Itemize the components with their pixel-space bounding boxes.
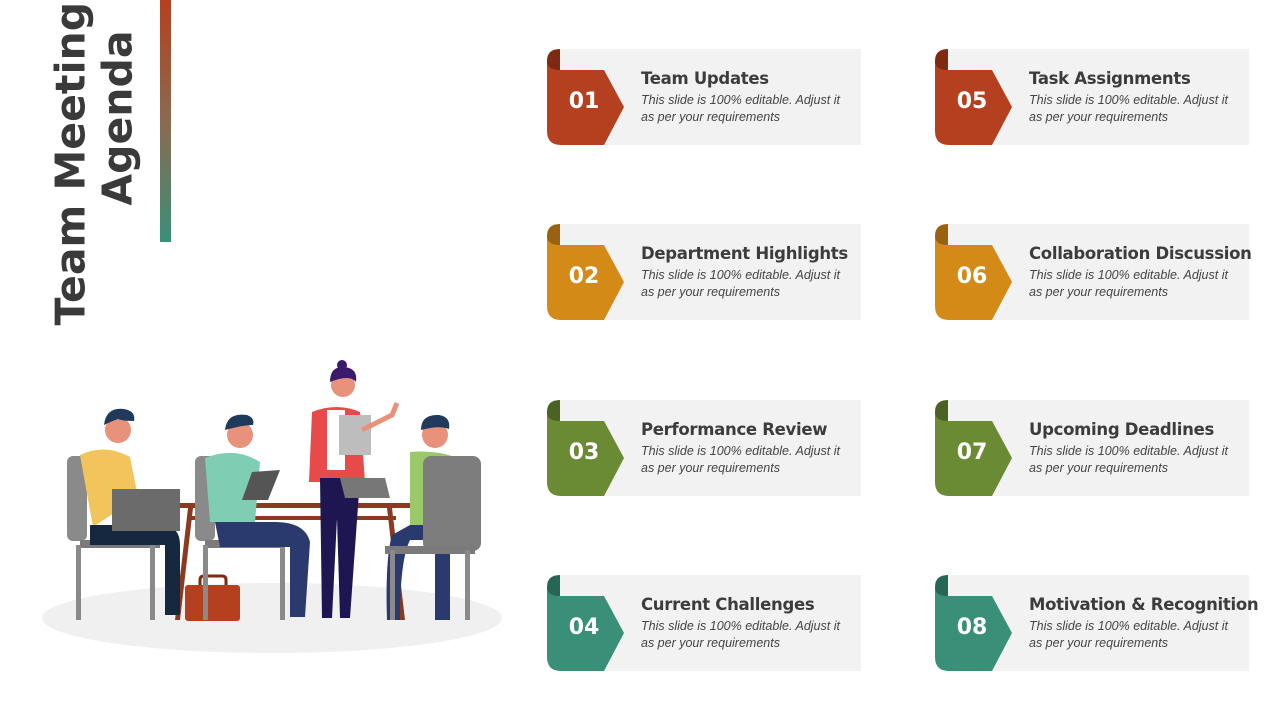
ribbon-curl	[935, 400, 948, 422]
item-title: Department Highlights	[641, 244, 848, 263]
floor-shadow	[42, 583, 502, 653]
item-description: This slide is 100% editable. Adjust it a…	[1029, 619, 1228, 650]
item-number: 03	[568, 440, 600, 465]
title-line-2: Agenda	[93, 30, 142, 206]
arrow-badge	[547, 236, 624, 320]
person-green	[340, 414, 481, 620]
number-badge	[935, 49, 1012, 145]
arrow-badge	[547, 61, 624, 145]
arrow-badge	[547, 587, 624, 671]
item-number: 05	[956, 89, 988, 114]
item-description: This slide is 100% editable. Adjust it a…	[1029, 93, 1228, 124]
arrow-badge	[935, 236, 1012, 320]
item-description: This slide is 100% editable. Adjust it a…	[1029, 268, 1228, 299]
item-description: This slide is 100% editable. Adjust it a…	[641, 619, 840, 650]
arrow-badge	[935, 412, 1012, 496]
item-number: 06	[956, 264, 988, 289]
ribbon-curl	[935, 49, 948, 71]
item-description: This slide is 100% editable. Adjust it a…	[641, 268, 840, 299]
page-title: Team Meeting Agenda	[46, 1, 148, 326]
team-meeting-illustration	[42, 360, 502, 653]
number-badge	[935, 575, 1012, 671]
item-description: This slide is 100% editable. Adjust it a…	[641, 444, 840, 475]
number-badge	[935, 400, 1012, 496]
item-title: Team Updates	[641, 69, 769, 88]
item-title: Task Assignments	[1029, 69, 1191, 88]
agenda-item-01: 01 Team Updates This slide is 100% edita…	[547, 49, 861, 145]
item-description: This slide is 100% editable. Adjust it a…	[641, 93, 840, 124]
agenda-item-05: 05 Task Assignments This slide is 100% e…	[935, 49, 1249, 145]
item-description: This slide is 100% editable. Adjust it a…	[1029, 444, 1228, 475]
item-number: 08	[956, 615, 988, 640]
item-number: 02	[568, 264, 600, 289]
number-badge	[935, 224, 1012, 320]
ribbon-curl	[935, 575, 948, 597]
arrow-badge	[935, 587, 1012, 671]
ribbon-curl	[547, 49, 560, 71]
arrow-badge	[935, 61, 1012, 145]
agenda-item-04: 04 Current Challenges This slide is 100%…	[547, 575, 861, 671]
person-mint	[195, 414, 310, 620]
number-badge	[547, 575, 624, 671]
item-title: Upcoming Deadlines	[1029, 420, 1214, 439]
number-badge	[547, 49, 624, 145]
gradient-accent-bar	[160, 0, 171, 242]
title-line-1: Team Meeting	[46, 1, 95, 326]
agenda-item-08: 08 Motivation & Recognition This slide i…	[935, 575, 1259, 671]
item-title: Motivation & Recognition	[1029, 595, 1259, 614]
agenda-item-07: 07 Upcoming Deadlines This slide is 100%…	[935, 400, 1249, 496]
arrow-badge	[547, 412, 624, 496]
number-badge	[547, 224, 624, 320]
ribbon-curl	[547, 400, 560, 422]
person-yellow	[67, 408, 180, 620]
ribbon-curl	[547, 575, 560, 597]
agenda-item-02: 02 Department Highlights This slide is 1…	[547, 224, 861, 320]
briefcase	[185, 574, 240, 621]
item-number: 07	[956, 440, 988, 465]
item-title: Performance Review	[641, 420, 828, 439]
person-presenter	[309, 360, 400, 618]
item-title: Collaboration Discussion	[1029, 244, 1252, 263]
agenda-item-03: 03 Performance Review This slide is 100%…	[547, 400, 861, 496]
ribbon-curl	[935, 224, 948, 246]
number-badge	[547, 400, 624, 496]
agenda-item-06: 06 Collaboration Discussion This slide i…	[935, 224, 1252, 320]
ribbon-curl	[547, 224, 560, 246]
item-number: 01	[568, 89, 600, 114]
item-number: 04	[568, 615, 600, 640]
item-title: Current Challenges	[641, 595, 815, 614]
